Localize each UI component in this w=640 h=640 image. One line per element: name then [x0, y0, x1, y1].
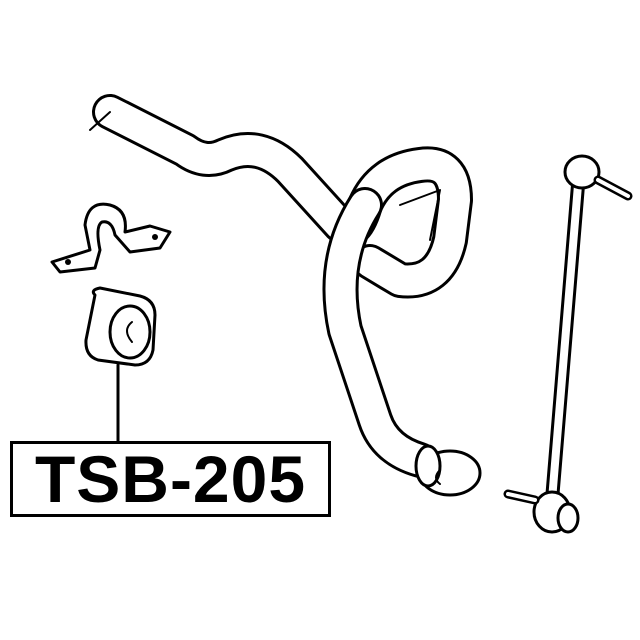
- part-number-label: TSB-205: [34, 442, 307, 516]
- bar-end-bushing: [414, 444, 482, 497]
- stabilizer-link: [503, 154, 633, 534]
- stabilizer-bar: [89, 94, 473, 478]
- part-number-box: TSB-205: [10, 441, 331, 517]
- bushing-bracket: [50, 202, 172, 274]
- stabilizer-bushing: [84, 286, 157, 443]
